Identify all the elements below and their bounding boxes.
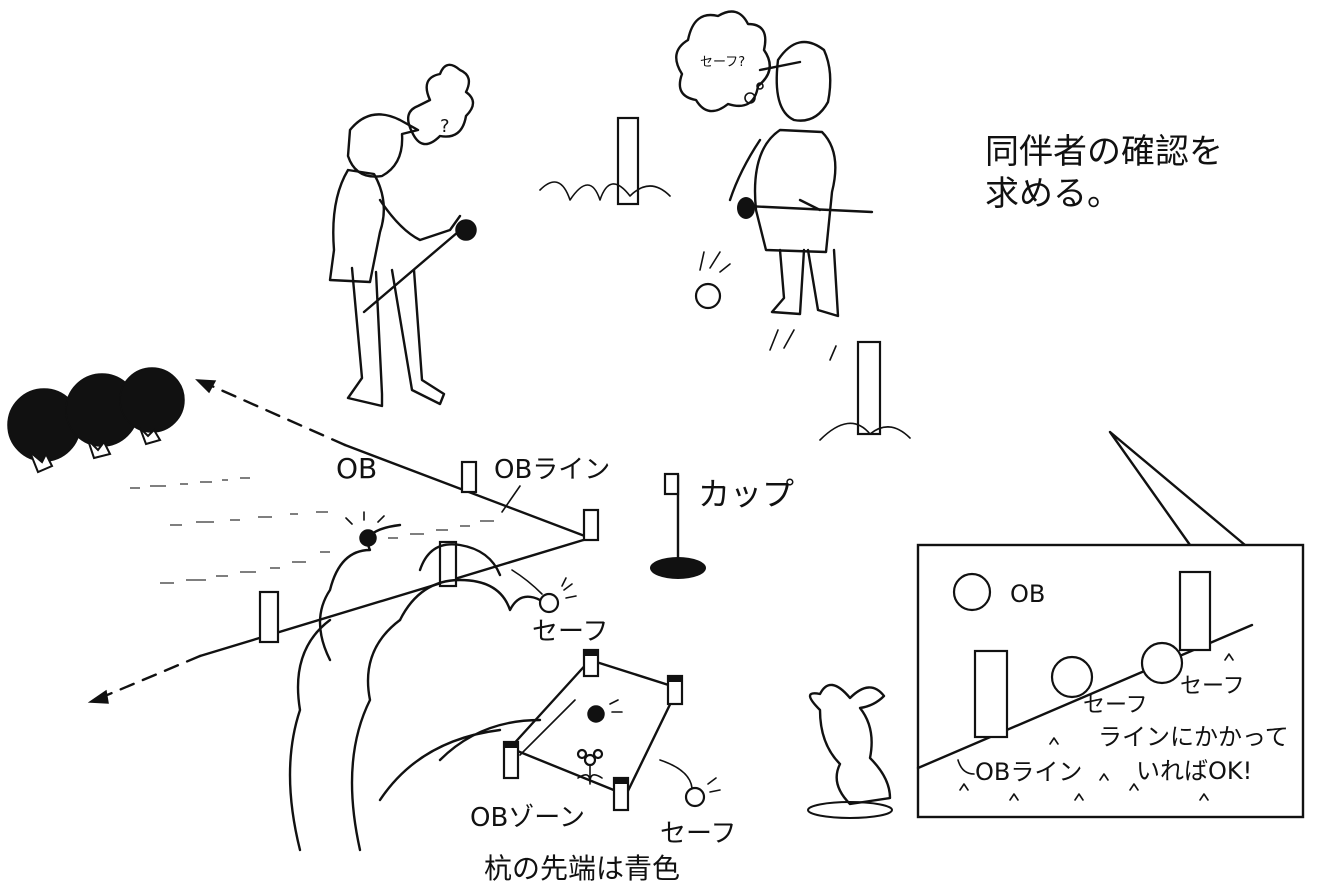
inset-on-line-text-1: ラインにかかって bbox=[1098, 723, 1289, 751]
bushes bbox=[288, 523, 542, 852]
upper-stakes bbox=[539, 116, 911, 441]
ob-area-texture bbox=[130, 477, 494, 584]
balls-ob-line bbox=[345, 511, 577, 614]
inset-safe-label-2: セーフ bbox=[1180, 674, 1245, 699]
stake-tip-note: 杭の先端は青色 bbox=[484, 852, 680, 885]
inset-safe-label-1: セーフ bbox=[1083, 693, 1148, 718]
thought-text-right: セーフ? bbox=[700, 55, 745, 70]
companion-confirm-line1: 同伴者の確認を bbox=[985, 132, 1223, 172]
flower-icon bbox=[576, 748, 604, 785]
ob-zone bbox=[378, 648, 721, 812]
golfer-left: ? bbox=[328, 63, 477, 408]
companion-confirm-line2: 求める。 bbox=[985, 174, 1121, 214]
inset-on-line-text-2: いればOK! bbox=[1136, 757, 1252, 785]
trees bbox=[7, 367, 185, 474]
ob-stakes bbox=[258, 460, 600, 644]
cup-label: カップ bbox=[698, 475, 794, 513]
ob-line-label: OBライン bbox=[494, 455, 610, 485]
thought-text-left: ? bbox=[440, 116, 450, 137]
inset-ob-label: OB bbox=[1010, 580, 1045, 608]
safe-label-left: セーフ bbox=[532, 617, 608, 647]
ob-label: OB bbox=[336, 452, 377, 485]
inset-ob-line-label: OBライン bbox=[975, 758, 1082, 786]
cup-flag bbox=[650, 472, 706, 579]
rabbit-icon bbox=[807, 683, 893, 819]
ob-zone-label: OBゾーン bbox=[470, 803, 585, 833]
safe-label-bottom: セーフ bbox=[660, 819, 736, 849]
inset-box bbox=[916, 430, 1305, 819]
golfer-right: セーフ? bbox=[675, 10, 874, 318]
